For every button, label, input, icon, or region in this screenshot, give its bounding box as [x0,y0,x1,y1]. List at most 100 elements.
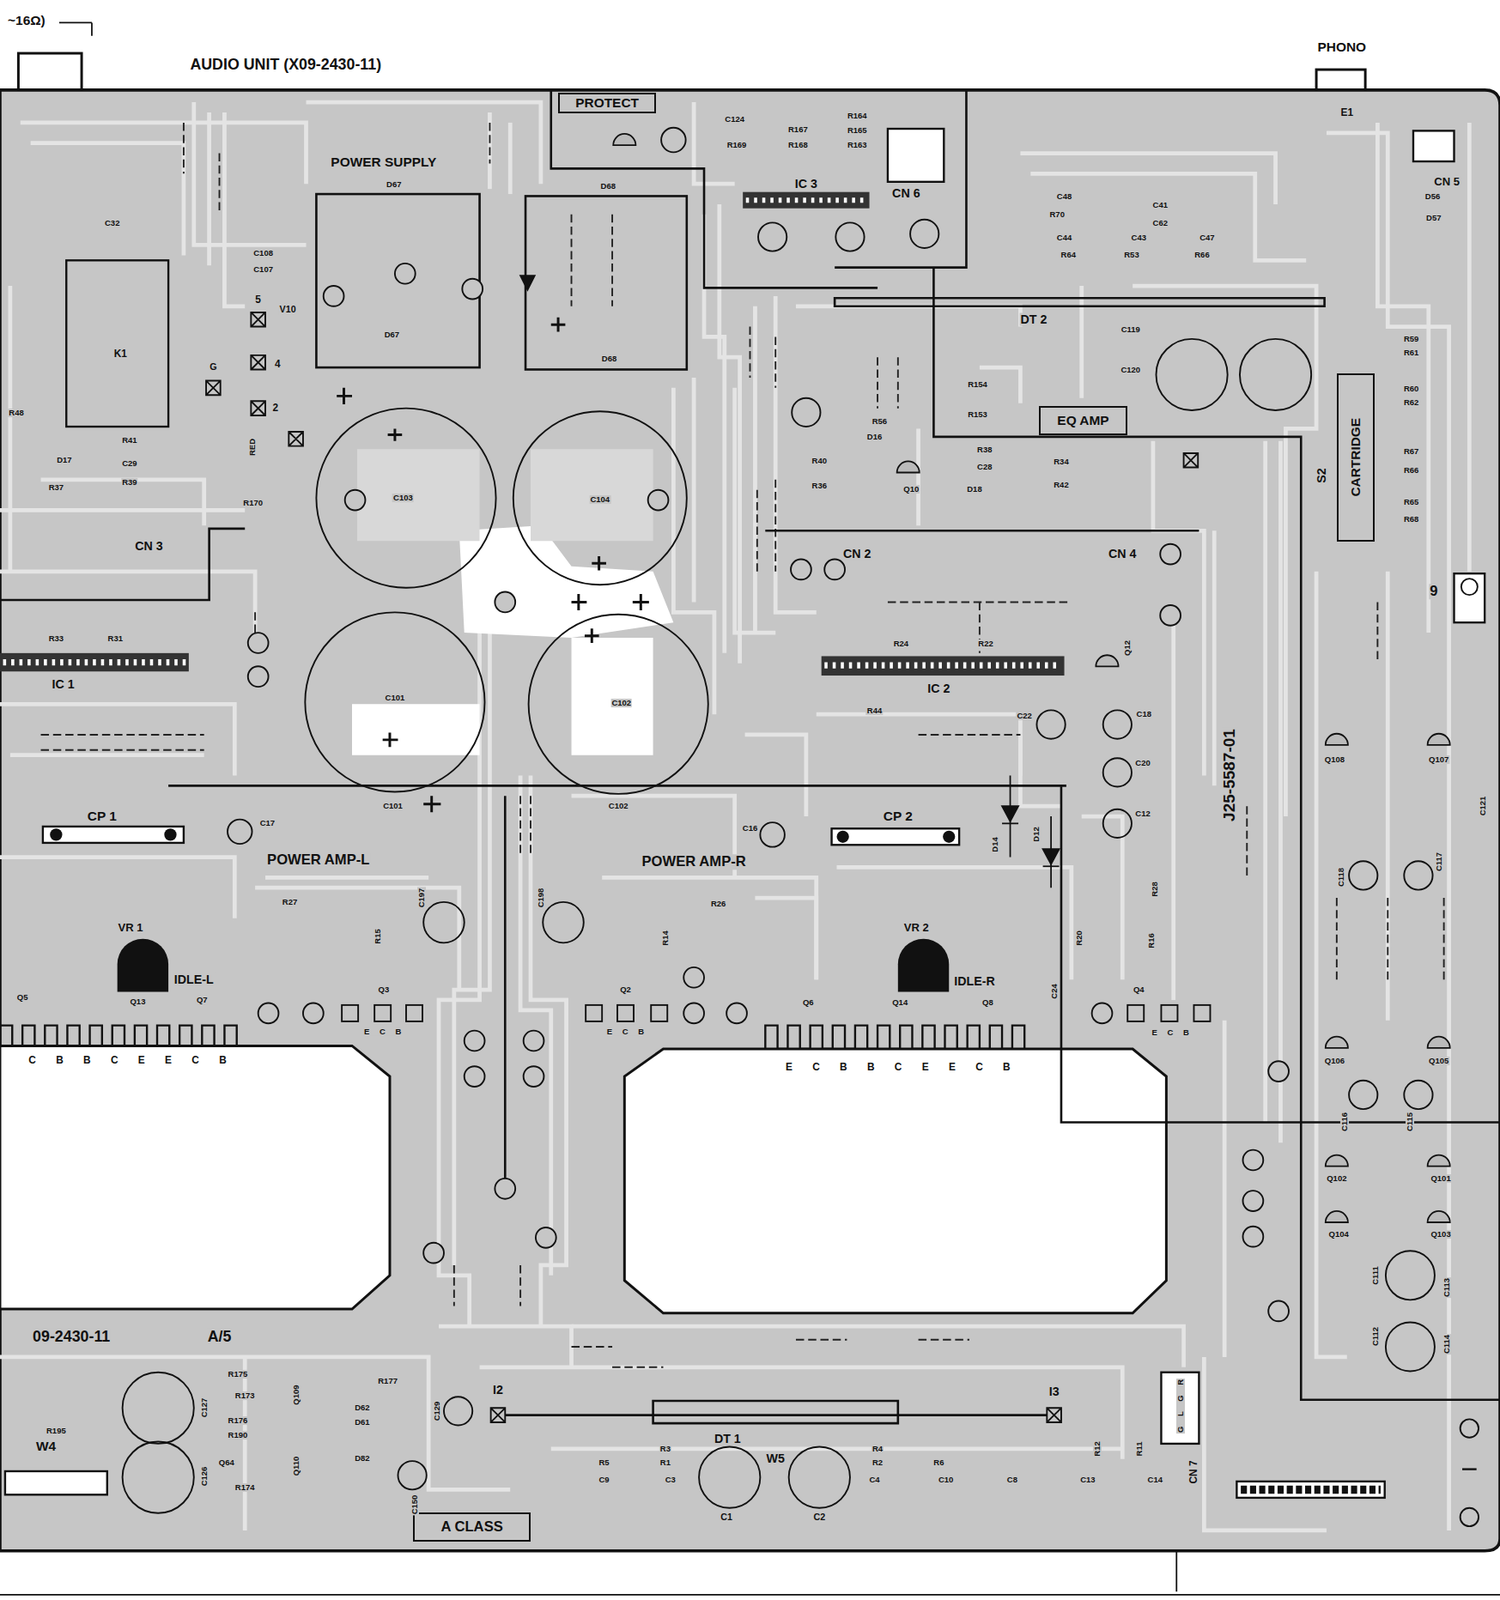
part-label: C107 [252,265,274,274]
section-label: POWER AMP-R [640,854,747,869]
part-label: C198 [536,886,546,909]
part-label: C126 [200,1465,209,1488]
part-label: RED [248,437,257,457]
part-label: C18 [1135,710,1153,719]
section-label: CN 6 [891,186,921,200]
part-label: R1 [659,1458,672,1468]
part-label: R48 [7,408,25,418]
part-label: C113 [1442,1277,1452,1299]
part-label: R70 [1049,210,1066,219]
part-label: E C B [363,1027,402,1037]
section-label: 9 [1428,584,1439,600]
part-label: C116 [1340,1111,1349,1133]
part-label: 4 [273,358,282,370]
part-label: R190 [227,1431,249,1440]
part-label: R165 [846,126,869,135]
part-label: C20 [1134,759,1151,768]
part-label: R170 [242,498,264,508]
part-label: C24 [1050,983,1059,1000]
part-label: C44 [1056,233,1073,243]
part-label: C12 [1134,809,1151,819]
part-label: R173 [234,1391,256,1401]
part-label: D12 [1032,825,1041,843]
section-label: CP 2 [882,809,914,824]
part-label: R163 [846,140,869,150]
part-label: D68 [600,182,617,191]
part-label: Q104 [1328,1230,1350,1239]
part-label: D14 [990,836,1000,853]
section-label: POWER SUPPLY [329,155,438,170]
part-label: C114 [1442,1334,1452,1355]
part-label: R3 [659,1445,672,1454]
part-label: C41 [1152,200,1169,210]
part-label: R169 [726,140,748,150]
part-label: R176 [227,1417,249,1427]
section-label: IC 1 [51,678,76,692]
section-label: IDLE-R [953,975,996,989]
part-label: D18 [965,485,983,494]
part-label: R14 [661,930,670,948]
part-label: R5 [597,1458,610,1468]
part-label: C108 [252,248,274,258]
part-label: R38 [976,445,993,455]
part-label: G L G R [1176,1378,1185,1434]
part-label: R42 [1052,480,1069,490]
part-label: C B B C E E C B [27,1055,227,1066]
label-box: CARTRIDGE [1336,373,1375,542]
part-label: C32 [103,218,121,228]
box-text: PROTECT [575,96,639,110]
part-label: R175 [227,1370,249,1379]
part-label: R40 [811,456,828,466]
section-label: CN 3 [133,539,164,553]
part-label: C1 [719,1513,734,1524]
part-label: R64 [1060,250,1077,260]
part-label: E C B [606,1027,645,1037]
part-label: Q108 [1323,755,1346,765]
part-label: D57 [1425,213,1442,223]
part-label: C29 [121,459,138,468]
part-label: C2 [812,1513,826,1524]
part-label: R22 [977,639,994,649]
part-label: R195 [45,1427,67,1436]
part-label: R154 [966,380,989,389]
part-label: C124 [723,115,746,124]
part-label: C118 [1336,867,1346,888]
part-label: Q12 [1123,639,1132,657]
part-label: 2 [272,402,280,413]
part-label: C150 [410,1494,420,1517]
part-label: R37 [48,483,65,492]
part-label: R6 [932,1458,945,1468]
section-label: W4 [35,1439,57,1454]
part-label: C13 [1079,1475,1096,1485]
part-label: C121 [1478,795,1488,818]
part-label: D16 [866,432,883,442]
part-label: C101 [382,801,404,811]
section-label: CN 5 [1433,176,1461,189]
label-box: EQ AMP [1038,406,1128,436]
part-label: D62 [353,1403,371,1413]
part-label: D68 [601,354,618,364]
part-label: C129 [432,1400,442,1422]
part-label: Q102 [1325,1174,1348,1184]
part-label: C47 [1198,233,1215,243]
part-label: C28 [976,462,993,472]
part-label: R26 [710,899,727,909]
part-label: C8 [1006,1475,1019,1485]
section-label: S2 [1315,467,1329,484]
part-label: R20 [1074,930,1084,948]
part-label: R59 [1402,334,1420,344]
section-label: ~16Ω) [6,13,47,28]
part-label: C4 [868,1475,881,1485]
section-label: I3 [1048,1385,1061,1399]
part-label: R31 [107,634,124,644]
part-label: Q13 [128,997,146,1007]
part-label: Q109 [291,1384,301,1406]
part-label: R61 [1402,348,1420,358]
section-label: W5 [765,1452,786,1466]
part-label: Q64 [218,1458,236,1468]
part-label: K1 [113,348,128,359]
part-label: 5 [254,294,262,305]
part-label: R56 [871,417,888,426]
part-label: C62 [1152,218,1169,228]
